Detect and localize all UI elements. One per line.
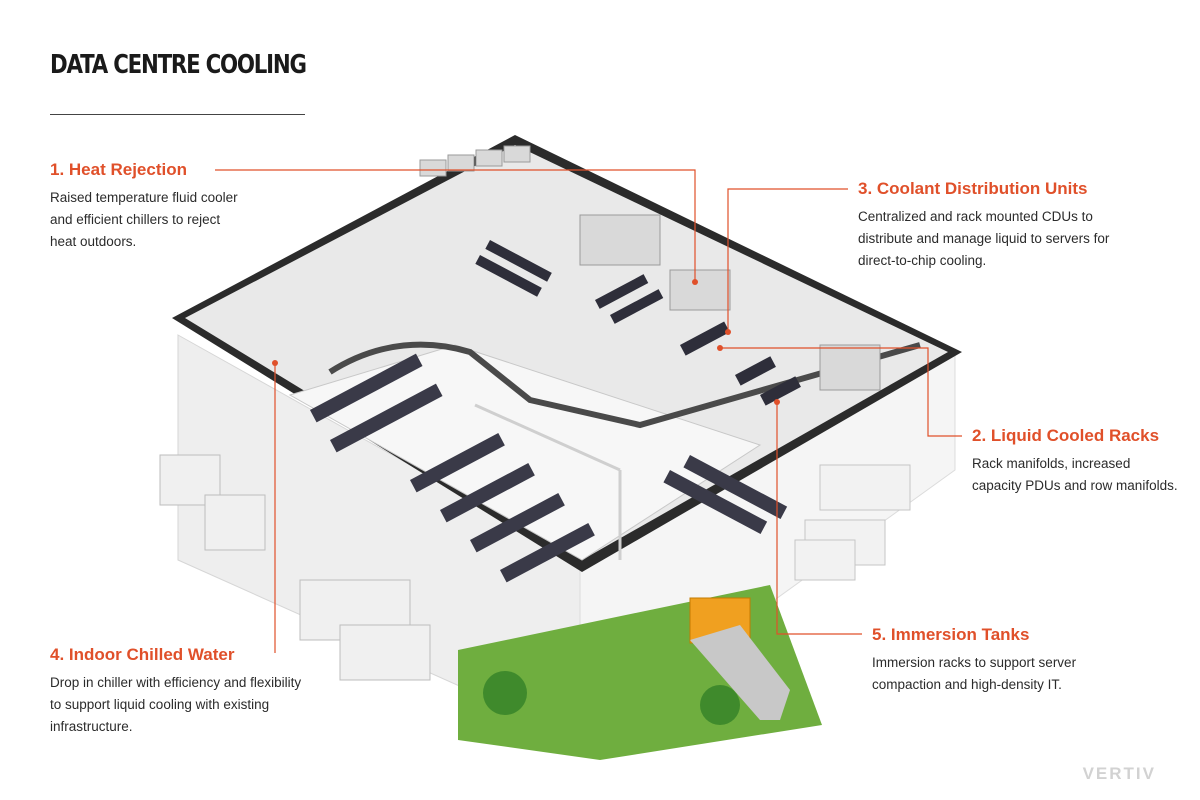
callout-description: Immersion racks to support server compac… <box>872 655 1077 692</box>
entrance-walkway <box>690 625 790 720</box>
server-racks-upper <box>475 240 801 406</box>
vertiv-watermark: VERTIV <box>1082 764 1156 783</box>
mezzanine-walkway <box>328 341 921 429</box>
callout-heading: 2. Liquid Cooled Racks <box>972 426 1160 445</box>
tree <box>700 685 740 725</box>
partition-wall <box>474 403 621 472</box>
callout-description: Raised temperature fluid cooler and effi… <box>50 190 238 249</box>
lower-hall-floor <box>288 344 762 561</box>
callout-heading: 4. Indoor Chilled Water <box>50 645 235 664</box>
callout-immersion-tanks: 5. Immersion Tanks Immersion racks to su… <box>872 625 1142 696</box>
leader-lines <box>215 169 962 653</box>
tree <box>483 671 527 715</box>
callout-heading: 3. Coolant Distribution Units <box>858 179 1088 198</box>
callout-coolant-distribution-units: 3. Coolant Distribution Units Centralize… <box>858 179 1148 272</box>
floor <box>185 145 948 560</box>
callout-description: Drop in chiller with efficiency and flex… <box>50 675 302 734</box>
callout-heading: 1. Heat Rejection <box>50 160 187 179</box>
callout-description: Rack manifolds, increased capacity PDUs … <box>972 456 1178 493</box>
leader-dots <box>272 279 780 405</box>
callout-description: Centralized and rack mounted CDUs to dis… <box>858 209 1110 268</box>
page-title: DATA CENTRE COOLING <box>50 50 307 80</box>
server-racks-lower <box>310 353 788 583</box>
callout-liquid-cooled-racks: 2. Liquid Cooled Racks Rack manifolds, i… <box>972 426 1182 497</box>
outdoor-units-right <box>794 464 911 581</box>
title-divider <box>50 114 305 115</box>
heat-rejection-units <box>419 145 881 391</box>
callout-heading: 5. Immersion Tanks <box>872 625 1030 644</box>
callout-heat-rejection: 1. Heat Rejection Raised temperature flu… <box>50 160 250 253</box>
outdoor-chillers <box>159 454 431 681</box>
callout-indoor-chilled-water: 4. Indoor Chilled Water Drop in chiller … <box>50 645 310 738</box>
